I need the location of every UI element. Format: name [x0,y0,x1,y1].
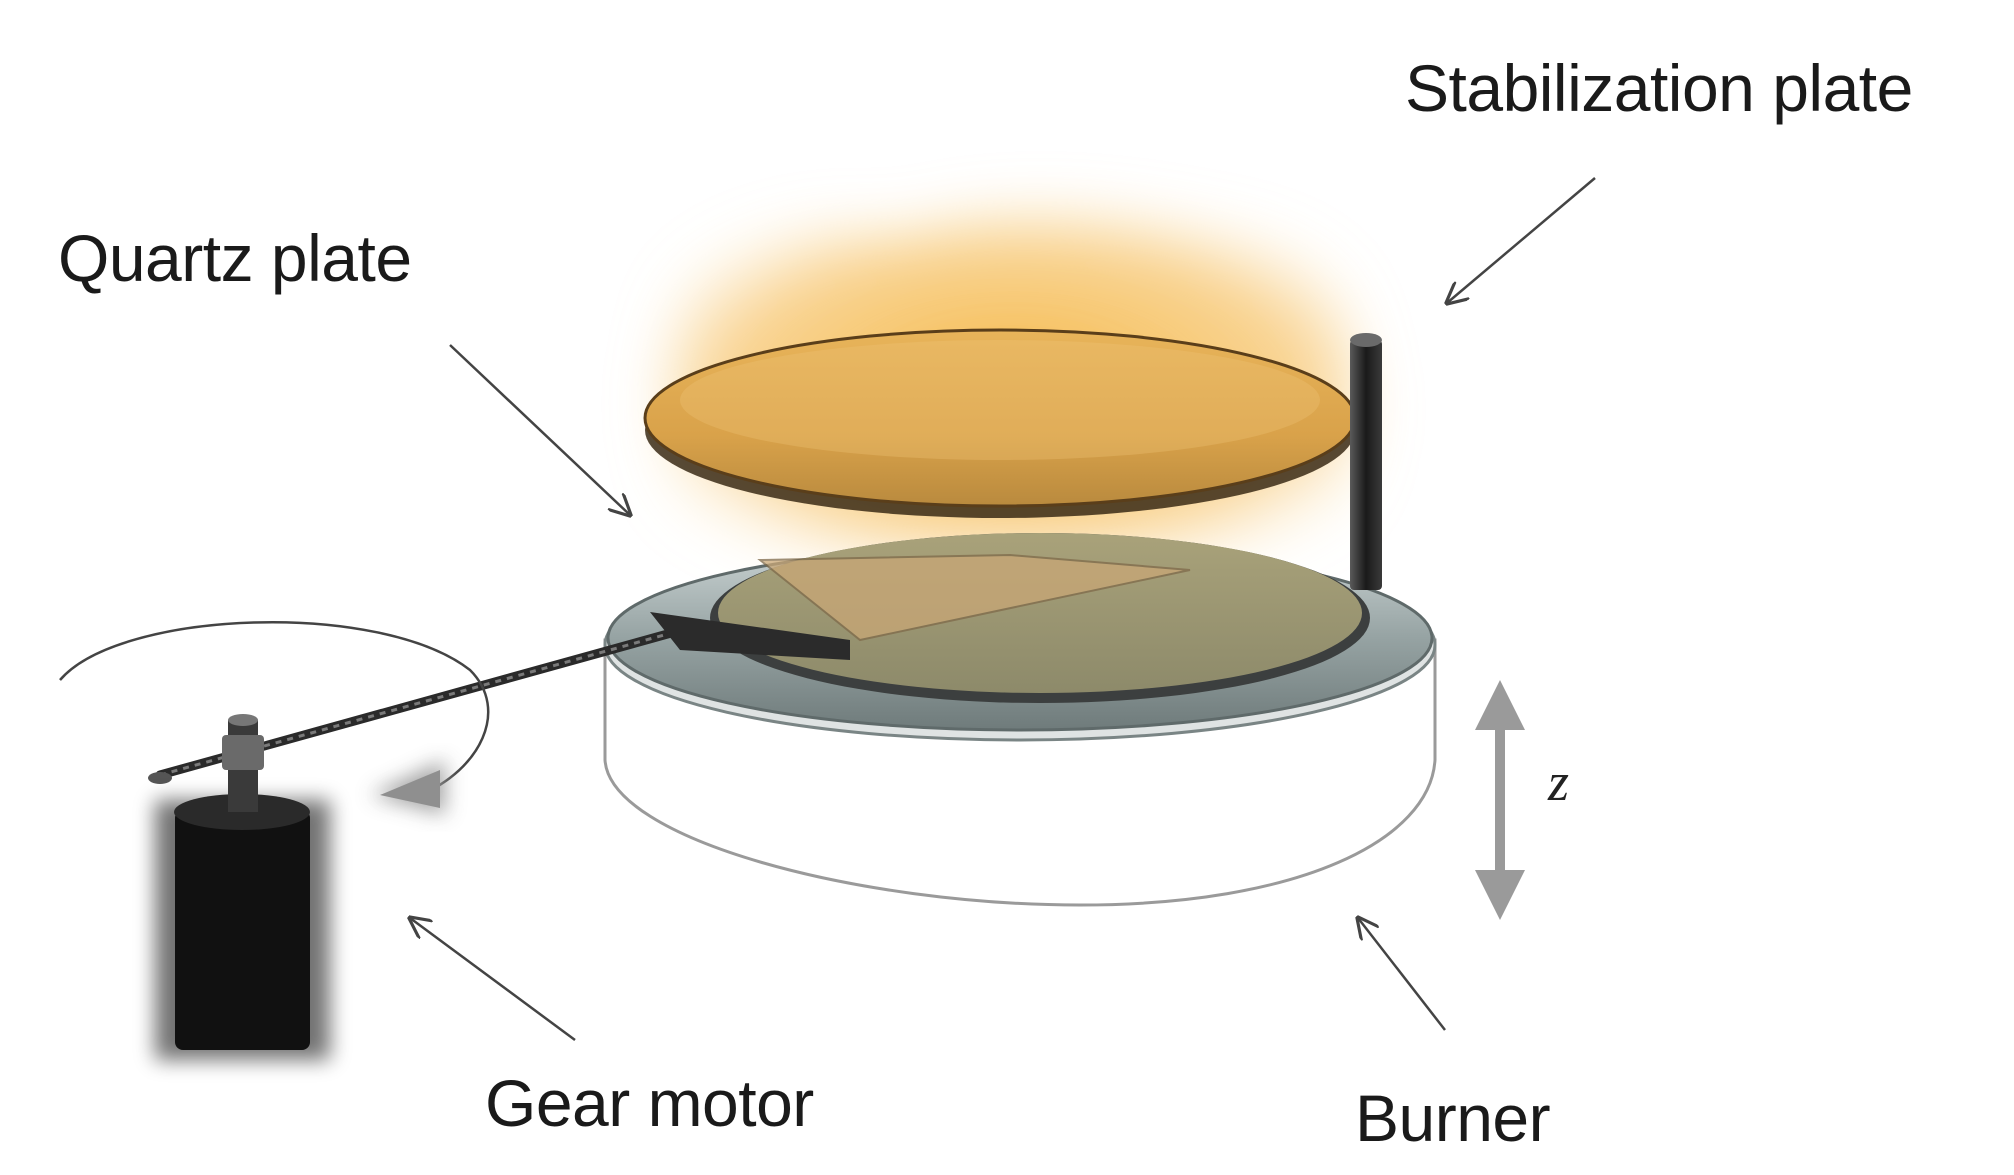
leader-burner [1358,918,1446,1031]
label-z-axis: z [1548,752,1570,812]
quartz-plate [643,328,1357,518]
label-stabilization-plate: Stabilization plate [1405,51,1913,125]
leader-stabilization-plate [1447,177,1596,303]
burner [603,533,1437,907]
leader-quartz-plate [449,344,630,515]
z-axis-arrow [1475,680,1525,920]
rotation-arrow [59,621,490,815]
stabilization-plate-rod [1350,333,1382,590]
label-gear-motor: Gear motor [485,1066,814,1140]
gear-motor [155,714,330,1060]
leader-gear-motor [410,918,576,1042]
label-burner: Burner [1355,1081,1551,1155]
label-quartz-plate: Quartz plate [58,221,412,295]
leader-lines [410,177,1596,1042]
